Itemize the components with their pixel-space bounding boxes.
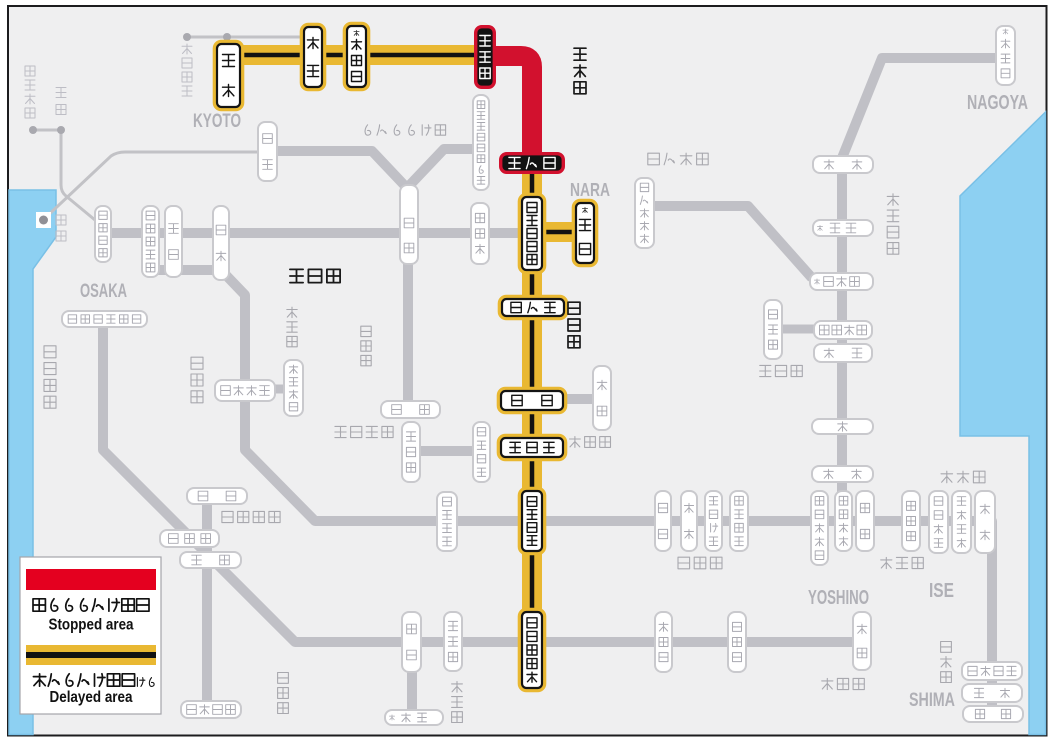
svg-text:ISE: ISE: [929, 580, 954, 602]
svg-text:SHIMA: SHIMA: [909, 690, 955, 711]
svg-text:OSAKA: OSAKA: [80, 281, 127, 302]
svg-text:NARA: NARA: [570, 180, 610, 200]
svg-text:KYOTO: KYOTO: [193, 111, 241, 132]
svg-text:NAGOYA: NAGOYA: [967, 92, 1028, 114]
svg-text:Delayed area: Delayed area: [50, 689, 133, 706]
svg-text:YOSHINO: YOSHINO: [808, 587, 869, 609]
svg-text:Stopped area: Stopped area: [49, 617, 134, 634]
